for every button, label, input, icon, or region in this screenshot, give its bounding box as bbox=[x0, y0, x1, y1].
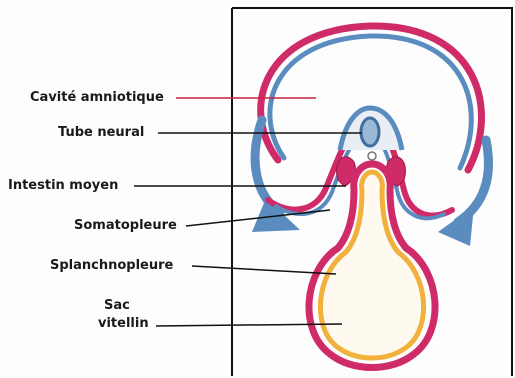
label-somatopleure: Somatopleure bbox=[74, 218, 177, 234]
label-amniotic-cavity: Cavité amniotique bbox=[30, 90, 164, 106]
neural-tube bbox=[361, 118, 379, 146]
label-neural-tube: Tube neural bbox=[58, 125, 144, 141]
label-midgut: Intestin moyen bbox=[8, 178, 118, 194]
label-splanchnopleure: Splanchnopleure bbox=[50, 258, 173, 274]
notochord bbox=[368, 152, 376, 160]
label-yolk-sac-line2: vitellin bbox=[98, 316, 149, 332]
label-yolk-sac-line1: Sac bbox=[104, 298, 130, 314]
